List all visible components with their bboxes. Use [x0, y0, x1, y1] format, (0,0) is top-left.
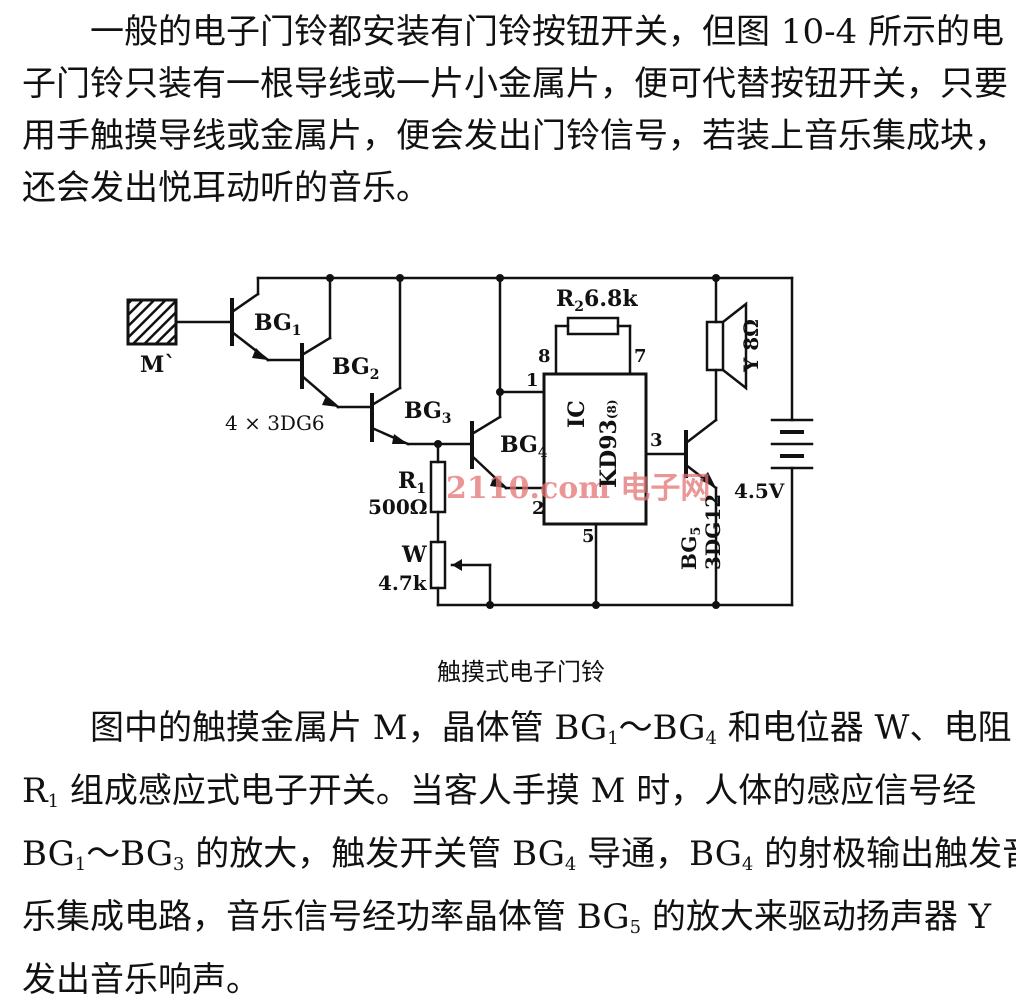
intro-line-2: 子门铃只装有一根导线或一片小金属片，便可代替按钮开关，只要 — [22, 64, 1008, 104]
label-bg2: BG2 — [332, 354, 380, 383]
speaker-body — [705, 320, 725, 372]
intro-paragraph: 一般的电子门铃都安装有门铃按钮开关，但图 10-4 所示的电 子门铃只装有一根导… — [22, 6, 1008, 214]
label-pin-8: 8 — [538, 346, 551, 367]
watermark: 2110.com 电子网 — [446, 471, 710, 506]
label-battery: 4.5V — [734, 479, 785, 503]
label-pin-2: 2 — [532, 498, 545, 519]
figure-caption: 触摸式电子门铃 — [437, 658, 605, 686]
label-ic-model: KD93(8) — [596, 399, 622, 488]
explain-line-2: R1 组成感应式电子开关。当客人手摸 M 时，人体的感应信号经 — [22, 771, 977, 812]
label-bg5: BG5 — [677, 527, 704, 570]
label-bg3: BG3 — [404, 398, 452, 427]
label-r1-value: 500Ω — [368, 495, 428, 519]
intro-line-4: 还会发出悦耳动听的音乐。 — [22, 168, 430, 208]
label-pin-7: 7 — [634, 346, 647, 367]
explain-line-5: 发出音乐响声。 — [22, 960, 260, 1000]
explain-line-4: 乐集成电路，音乐信号经功率晶体管 BG5 的放大来驱动扬声器 Y — [22, 897, 992, 938]
r2-resistor — [566, 316, 620, 336]
circuit-diagram: 2110.com 电子网 M` BG1 BG2 BG3 BG4 4 × 3DG6… — [126, 274, 814, 609]
explain-line-1: 图中的触摸金属片 M，晶体管 BG1～BG4 和电位器 W、电阻 — [90, 708, 1012, 749]
label-bg4: BG4 — [500, 432, 548, 461]
label-bg-type: 4 × 3DG6 — [225, 411, 325, 435]
label-r2: R26.8k — [556, 286, 638, 315]
label-w-value: 4.7k — [378, 571, 428, 595]
label-bg1: BG1 — [254, 310, 302, 339]
explain-line-3: BG1～BG3 的放大，触发开关管 BG4 导通，BG4 的射极输出触发音 — [22, 834, 1016, 875]
r1-resistor — [429, 460, 447, 514]
label-bg5-type: 3DG12 — [701, 494, 725, 570]
label-m: M` — [140, 352, 175, 378]
explain-paragraph: 图中的触摸金属片 M，晶体管 BG1～BG4 和电位器 W、电阻 R1 组成感应… — [22, 702, 1016, 1006]
label-pin-5: 5 — [582, 526, 595, 547]
label-speaker: Y 8Ω — [739, 319, 763, 373]
label-w: W — [401, 542, 427, 568]
intro-line-1: 一般的电子门铃都安装有门铃按钮开关，但图 10-4 所示的电 — [90, 12, 1004, 52]
w-potentiometer — [429, 540, 447, 590]
touch-metal-plate — [126, 298, 178, 346]
intro-line-3: 用手触摸导线或金属片，便会发出门铃信号，若装上音乐集成块， — [22, 116, 1008, 156]
label-r1: R1 — [398, 468, 426, 497]
speaker-cone — [721, 301, 748, 391]
label-ic: IC — [564, 400, 590, 428]
label-pin-1: 1 — [526, 370, 539, 391]
label-pin-3: 3 — [650, 430, 663, 451]
